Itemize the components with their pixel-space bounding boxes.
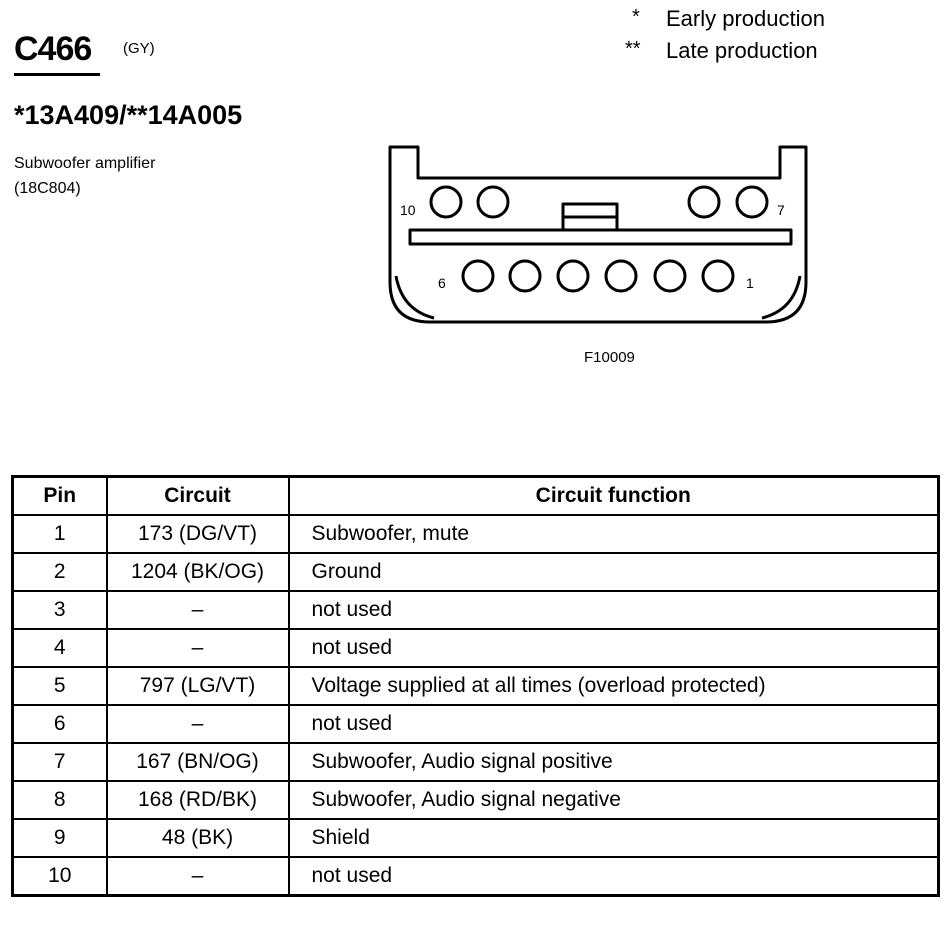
cell-function: Ground [287, 552, 940, 592]
pin-2-socket [653, 259, 687, 293]
connector-color: (GY) [123, 40, 155, 57]
cell-pin: 6 [11, 704, 108, 744]
divider-rail [408, 228, 793, 246]
part-number: *13A409/**14A005 [14, 100, 243, 130]
figure-id: F10009 [584, 349, 635, 366]
table-row: 1 173 (DG/VT) Subwoofer, mute [11, 514, 940, 554]
pin-6-socket [461, 259, 495, 293]
table-row: 5 797 (LG/VT) Voltage supplied at all ti… [11, 666, 940, 706]
header-pin: Pin [11, 475, 108, 516]
housing-outline [388, 145, 808, 324]
cell-function: Subwoofer, mute [287, 514, 940, 554]
cell-circuit: – [105, 590, 290, 630]
connector-id: C466 [14, 30, 92, 68]
cell-function: Shield [287, 818, 940, 858]
table-row: 6 – not used [11, 704, 940, 744]
cell-function: not used [287, 856, 940, 897]
pin-9-socket [476, 185, 510, 219]
cell-pin: 2 [11, 552, 108, 592]
cell-pin: 7 [11, 742, 108, 782]
cell-function: Subwoofer, Audio signal negative [287, 780, 940, 820]
cell-circuit: 1204 (BK/OG) [105, 552, 290, 592]
table-row: 9 48 (BK) Shield [11, 818, 940, 858]
table-row: 4 – not used [11, 628, 940, 668]
pin-label-1: 1 [746, 275, 754, 291]
cell-pin: 8 [11, 780, 108, 820]
device-code: (18C804) [14, 180, 81, 197]
cell-function: not used [287, 704, 940, 744]
cell-pin: 1 [11, 514, 108, 554]
cell-circuit: 797 (LG/VT) [105, 666, 290, 706]
legend-mark-late: ** [625, 38, 641, 60]
cell-circuit: – [105, 628, 290, 668]
pin-label-7: 7 [777, 202, 785, 218]
pin-4-socket [556, 259, 590, 293]
housing-inner-arc-right [761, 275, 802, 320]
pin-label-10: 10 [400, 202, 416, 218]
cell-pin: 5 [11, 666, 108, 706]
table-row: 7 167 (BN/OG) Subwoofer, Audio signal po… [11, 742, 940, 782]
legend-mark-early: * [632, 6, 640, 28]
cell-pin: 3 [11, 590, 108, 630]
cell-function: not used [287, 590, 940, 630]
cell-function: not used [287, 628, 940, 668]
header-function: Circuit function [287, 475, 940, 516]
cell-pin: 4 [11, 628, 108, 668]
housing-inner-arc-left [394, 275, 435, 320]
cell-circuit: 48 (BK) [105, 818, 290, 858]
connector-face-diagram: 10 7 6 1 F10009 [388, 145, 808, 366]
cell-circuit: – [105, 856, 290, 897]
pin-5-socket [508, 259, 542, 293]
table-row: 2 1204 (BK/OG) Ground [11, 552, 940, 592]
cell-pin: 9 [11, 818, 108, 858]
pin-8-socket [687, 185, 721, 219]
table-header-row: Pin Circuit Circuit function [11, 475, 940, 516]
cell-circuit: – [105, 704, 290, 744]
device-name: Subwoofer amplifier [14, 155, 156, 172]
pin-3-socket [604, 259, 638, 293]
table-row: 8 168 (RD/BK) Subwoofer, Audio signal ne… [11, 780, 940, 820]
pin-label-6: 6 [438, 275, 446, 291]
pin-10-socket [429, 185, 463, 219]
legend-text-early: Early production [666, 6, 825, 31]
pin-7-socket [735, 185, 769, 219]
table-row: 10 – not used [11, 856, 940, 897]
pin-assignment-table: Pin Circuit Circuit function 1 173 (DG/V… [11, 475, 940, 897]
cell-function: Voltage supplied at all times (overload … [287, 666, 940, 706]
legend-text-late: Late production [666, 38, 818, 63]
cell-function: Subwoofer, Audio signal positive [287, 742, 940, 782]
table-row: 3 – not used [11, 590, 940, 630]
pin-1-socket [701, 259, 735, 293]
header-circuit: Circuit [105, 475, 290, 516]
cell-circuit: 167 (BN/OG) [105, 742, 290, 782]
cell-circuit: 173 (DG/VT) [105, 514, 290, 554]
cell-pin: 10 [11, 856, 108, 897]
cell-circuit: 168 (RD/BK) [105, 780, 290, 820]
connector-id-underline [14, 73, 100, 76]
